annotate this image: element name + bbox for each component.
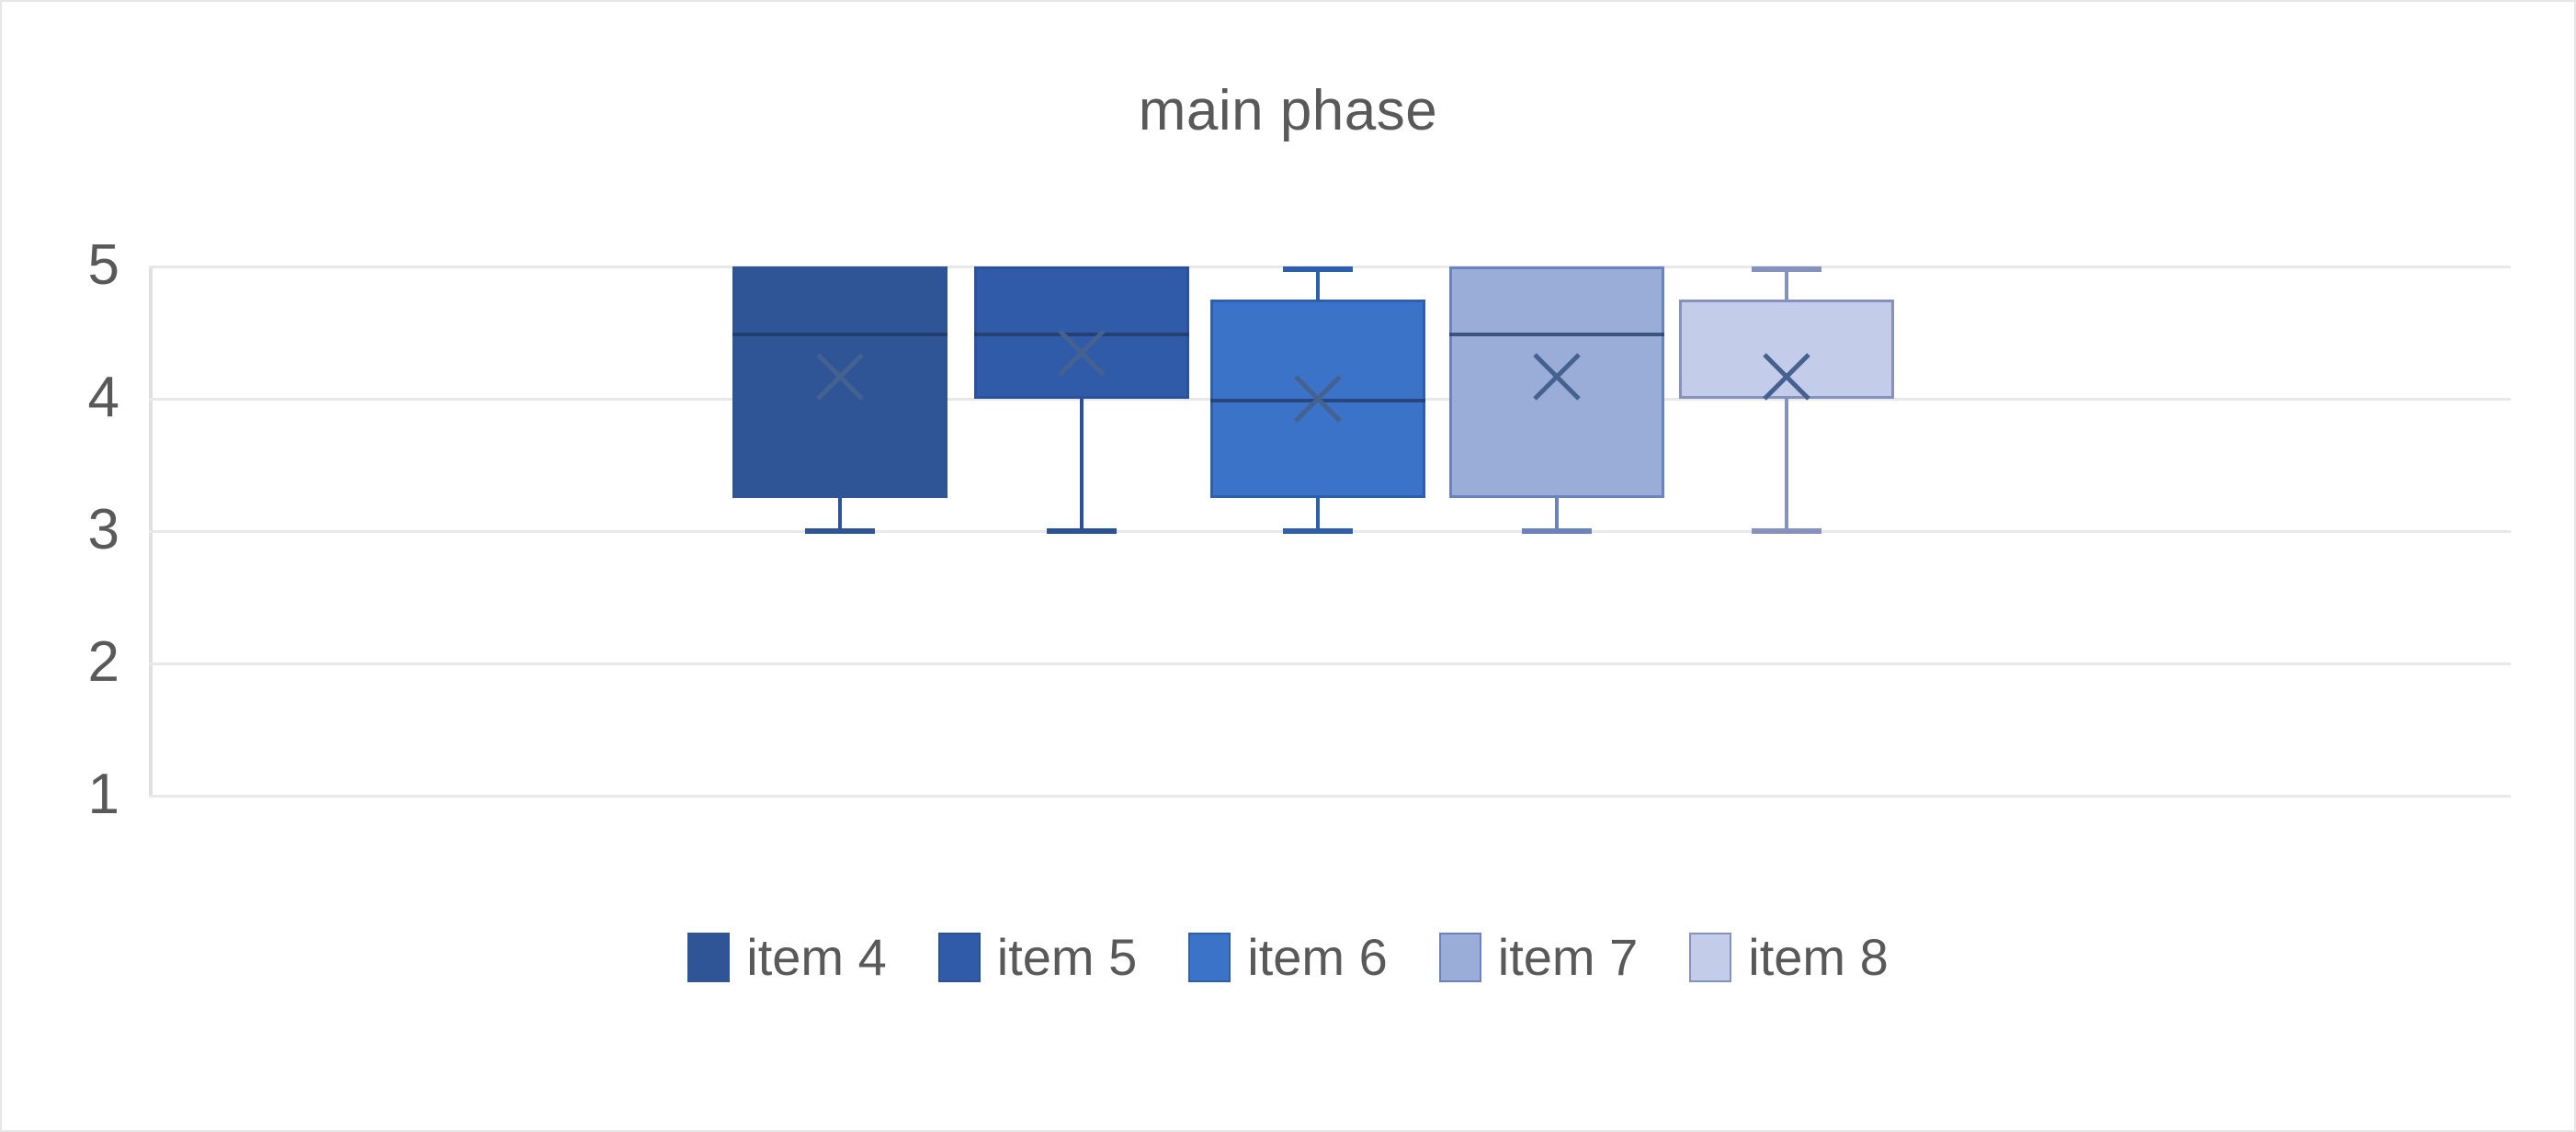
legend-item-item-5[interactable]: item 5 [937, 928, 1138, 986]
upper-whisker-line [1316, 266, 1320, 300]
lower-whisker-line [838, 498, 842, 531]
lower-whisker-cap [1522, 528, 1592, 534]
mean-marker-x [1052, 323, 1111, 382]
mean-marker-x [1288, 369, 1347, 428]
legend-item-item-4[interactable]: item 4 [687, 932, 887, 983]
mean-marker-x [1757, 347, 1816, 406]
legend-swatch-icon [937, 933, 981, 982]
median-line [732, 333, 948, 336]
lower-whisker-line [1316, 498, 1320, 531]
box-iqr[interactable] [1679, 300, 1894, 399]
upper-whisker-cap [1283, 266, 1353, 272]
legend-swatch-icon [1689, 933, 1732, 982]
y-tick-label-4: 4 [87, 365, 119, 429]
box-iqr[interactable] [732, 266, 948, 498]
lower-whisker-cap [1047, 528, 1117, 534]
upper-whisker-cap [1752, 266, 1821, 272]
legend-label: item 7 [1497, 928, 1639, 986]
box-plot-item-8[interactable] [1679, 266, 1894, 796]
box-plot-item-4[interactable] [732, 266, 948, 796]
lower-whisker-cap [1752, 528, 1821, 534]
y-tick-label-1: 1 [87, 762, 119, 826]
legend-item-item-7[interactable]: item 7 [1438, 928, 1639, 986]
lower-whisker-line [1555, 498, 1559, 531]
legend-label: item 6 [1247, 928, 1388, 986]
lower-whisker-line [1785, 399, 1788, 531]
box-plot-item-6[interactable] [1210, 266, 1425, 796]
gridline-2 [149, 662, 2511, 665]
lower-whisker-line [1080, 399, 1084, 531]
legend-label: item 5 [996, 928, 1138, 986]
legend-label: item 4 [746, 928, 887, 986]
mean-marker-x [1527, 347, 1586, 406]
lower-whisker-cap [1283, 528, 1353, 534]
legend-label: item 8 [1748, 928, 1889, 986]
legend-swatch-icon [687, 933, 731, 982]
upper-whisker-line [1785, 266, 1788, 300]
legend-item-item-8[interactable]: item 8 [1689, 932, 1889, 983]
lower-whisker-cap [805, 528, 875, 534]
legend-item-item-6[interactable]: item 6 [1188, 932, 1388, 983]
legend-swatch-icon [1188, 933, 1231, 982]
y-tick-label-2: 2 [87, 629, 119, 694]
box-iqr[interactable] [1449, 266, 1664, 498]
median-line [1449, 333, 1664, 336]
mean-marker-x [811, 347, 869, 406]
y-tick-label-3: 3 [87, 497, 119, 561]
median-line [974, 333, 1189, 336]
box-plot-item-5[interactable] [974, 266, 1189, 796]
box-plot-item-7[interactable] [1449, 266, 1664, 796]
legend-swatch-icon [1438, 933, 1481, 982]
y-tick-label-5: 5 [87, 232, 119, 297]
gridline-1 [149, 795, 2511, 798]
chart-title: main phase [1138, 79, 1438, 142]
